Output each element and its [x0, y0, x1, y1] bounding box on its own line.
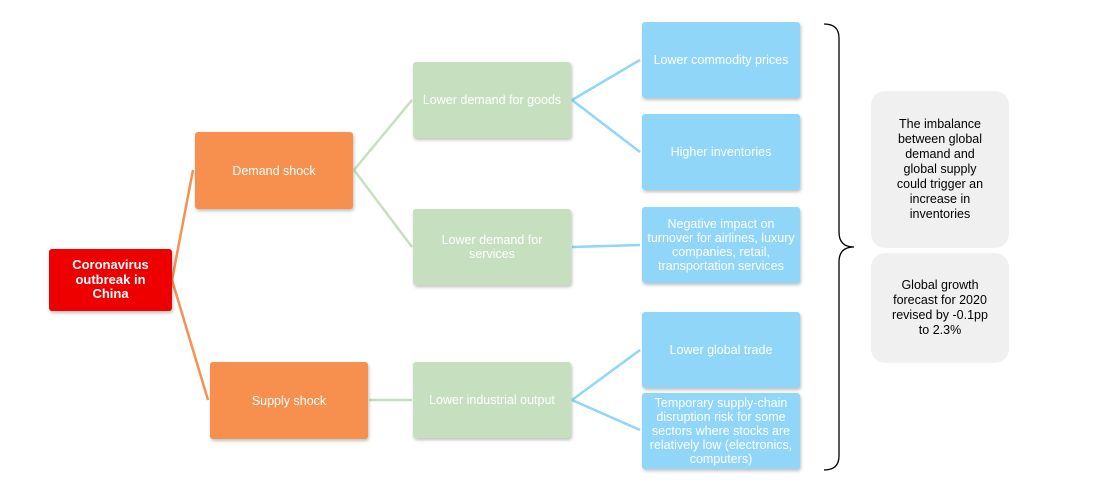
negative-impact-node: Negative impact on turnover for airlines… [642, 207, 800, 283]
temporary-disruption-node: Temporary supply-chain disruption risk f… [642, 393, 800, 469]
connector-root-demand [170, 169, 195, 281]
root-node: Coronavirus outbreak in China [49, 249, 172, 311]
lower-industrial-output-node: Lower industrial output [413, 362, 571, 438]
right-brace [823, 23, 855, 471]
connector-goods-inventories [571, 99, 641, 153]
lower-demand-services-node: Lower demand for services [413, 209, 571, 285]
connector-industrial-trade [571, 348, 641, 402]
connector-root-supply [170, 279, 210, 401]
lower-demand-goods-node: Lower demand for goods [413, 62, 571, 138]
connector-industrial-disruption [571, 398, 641, 432]
outcome-growth: Global growth forecast for 2020 revised … [871, 253, 1009, 363]
connector-services-impact [571, 243, 641, 249]
supply-shock-node: Supply shock [210, 362, 368, 439]
connector-demand-services [353, 169, 413, 248]
connector-demand-goods [353, 99, 413, 171]
demand-shock-node: Demand shock [195, 132, 353, 209]
connector-goods-commodity [571, 58, 641, 102]
lower-global-trade-node: Lower global trade [642, 312, 800, 388]
higher-inventories-node: Higher inventories [642, 114, 800, 190]
lower-commodity-prices-node: Lower commodity prices [642, 22, 800, 98]
outcome-imbalance: The imbalance between global demand and … [871, 91, 1009, 248]
